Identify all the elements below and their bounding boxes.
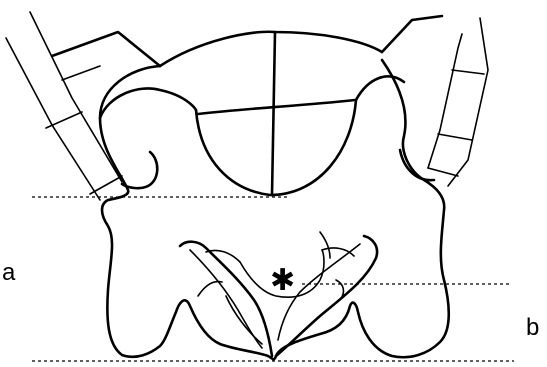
left-hook [122,152,157,188]
right-appendage [382,16,488,186]
left-appendage [6,12,160,200]
central-dome [160,32,382,195]
asterisk-marker: ✱ [270,266,295,296]
label-a: a [2,261,15,285]
label-b: b [526,316,539,340]
